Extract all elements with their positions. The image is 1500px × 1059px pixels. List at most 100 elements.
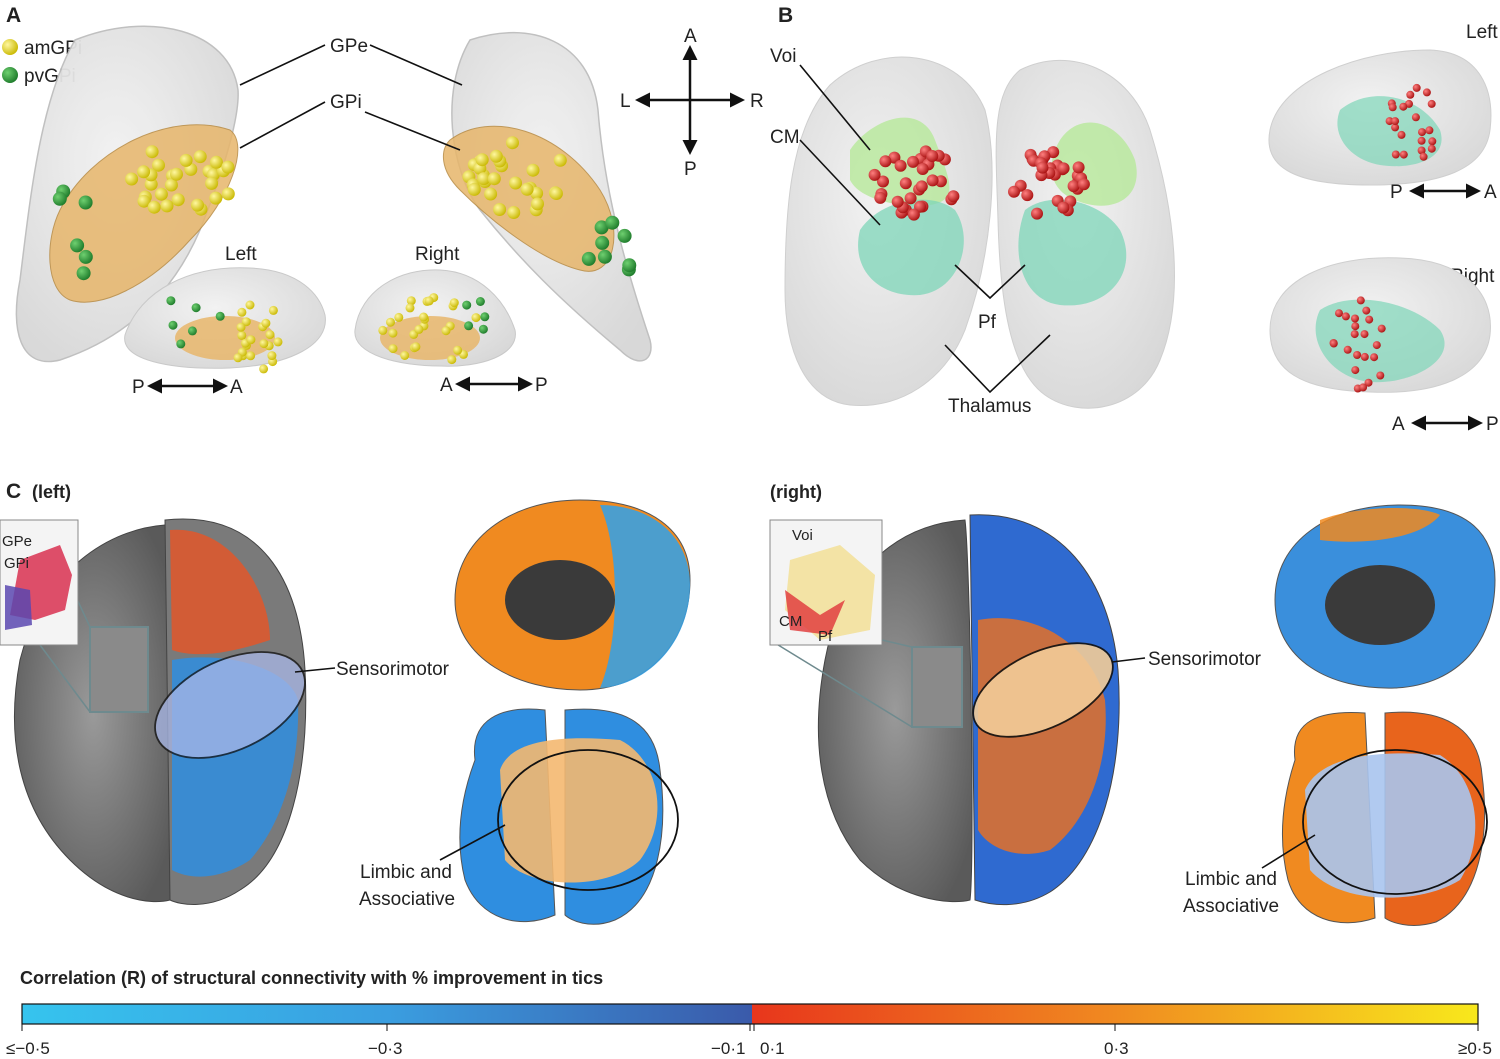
electrode-dot [1397,130,1406,139]
inset-right-axis-to: P [535,375,548,396]
electrode-dot [1370,353,1379,362]
electrode-dot [1031,207,1043,220]
amgpi-electrode-dot [179,153,193,167]
amgpi-electrode-dot [145,145,159,159]
amgpi-electrode-dot [405,303,415,313]
colorbar: Correlation (R) of structural connectivi… [6,968,1492,1058]
amgpi-electrode-dot [400,351,410,360]
panel-c-letter: C [6,480,21,503]
c-right-limbic-ellipse [1302,749,1488,895]
amgpi-electrode-dot [205,176,219,190]
compass-right: R [750,91,764,112]
electrode-dot [1418,128,1426,137]
amgpi-electrode-dot [154,187,168,201]
colorbar-tick-6: ≥0·5 [1458,1039,1492,1058]
c-left-zoom-box [89,626,149,713]
colorbar-tick-4: 0·1 [760,1039,785,1058]
pvgpi-electrode-dot [52,191,67,206]
gpe-leader-left [239,44,326,86]
c-right-limbic-label-2: Associative [1183,896,1279,917]
c-right-inset-cm: CM [779,613,802,630]
electrode-dot [1341,312,1350,321]
electrode-dot [916,163,929,175]
electrode-dot [1411,113,1420,122]
c-right-sensorimotor-label: Sensorimotor [1148,649,1262,670]
amgpi-electrode-dot [259,364,269,374]
electrode-dot [1335,309,1343,318]
amgpi-electrode-dot [394,312,404,322]
electrode-dot [1372,341,1381,350]
electrode-dot [1377,324,1386,333]
amgpi-electrode-dot [411,342,421,352]
b-inset-left-axis-to: A [1484,182,1497,203]
c-left-medial-cortex [454,499,691,691]
amgpi-electrode-dot [261,318,271,328]
c-left-limbic-ellipse [497,749,679,891]
pvgpi-electrode-dot [78,249,93,264]
electrode-dot [877,175,889,188]
electrode-dot [1350,330,1359,339]
pvgpi-electrode-dot [595,235,610,250]
pvgpi-electrode-dot [462,300,472,310]
electrode-dot [1057,162,1070,175]
electrode-dot [1427,144,1436,153]
b-inset-right-nuclei [1315,299,1445,383]
gpi-leader-left [239,101,326,149]
panel-b-electrode-dots [868,83,1437,393]
amgpi-electrode-dot [209,155,223,169]
electrode-dot [894,159,907,172]
voi-label: Voi [770,46,796,67]
panel-a: A amGPi pvGPi GPe GPi A P [2,4,764,398]
electrode-dot [888,151,901,164]
electrode-dot [1376,371,1385,380]
electrode-dot [1359,383,1368,392]
pvgpi-electrode-dot [617,228,632,243]
amgpi-electrode-dot [221,187,235,201]
amgpi-electrode-dot [553,153,567,167]
electrode-dot [1385,117,1394,126]
electrode-dot [1422,88,1431,97]
c-right-limbic-label-1: Limbic and [1185,869,1277,890]
pvgpi-electrode-dot [464,321,474,331]
amgpi-electrode-dot [233,353,243,363]
electrode-dot [899,177,912,190]
amgpi-electrode-dot [259,339,269,349]
electrode-dot [879,155,892,168]
panel-c-left-title: (left) [32,482,71,502]
pvgpi-electrode-dot [78,195,93,210]
colorbar-positive-segment [752,1004,1478,1024]
amgpi-electrode-dot [273,337,283,347]
amgpi-electrode-dot [487,172,501,186]
colorbar-tick-2: −0·3 [368,1039,403,1058]
c-left-inset-gpe: GPe [2,533,32,550]
electrode-dot [904,192,917,205]
b-inset-left-label: Left [1466,22,1498,43]
colorbar-title: Correlation (R) of structural connectivi… [20,968,603,988]
inset-left-axis-from: P [132,377,145,398]
compass-up: A [684,26,697,47]
amgpi-electrode-dot [237,307,247,317]
voi-leader [799,64,871,151]
amgpi-electrode-dot [267,351,277,361]
amgpi-electrode-dot [493,203,507,216]
pvgpi-electrode-dot [176,339,186,349]
amgpi-electrode-dot [209,191,223,205]
amgpi-electrode-dot [386,317,395,327]
amgpi-electrode-dot [388,344,398,354]
electrode-dot [868,168,881,181]
thalamus-leader [944,334,1051,394]
inset-right-axis-from: A [440,375,453,396]
c-right-inset-voi: Voi [792,527,813,544]
amgpi-electrode-dot [441,326,451,336]
pvgpi-electrode-dot [480,312,490,322]
c-right-posterior-cortex: Limbic and Associative [1183,711,1488,926]
colorbar-negative-segment [22,1004,752,1024]
electrode-dot [1021,189,1034,202]
amgpi-electrode-dot [549,187,563,200]
amgpi-electrode-dot [506,136,519,150]
orientation-compass: A P L R [620,26,764,180]
amgpi-electrode-dot [520,182,534,196]
amgpi-electrode-dot [507,206,521,219]
panel-c-right-title: (right) [770,482,822,502]
